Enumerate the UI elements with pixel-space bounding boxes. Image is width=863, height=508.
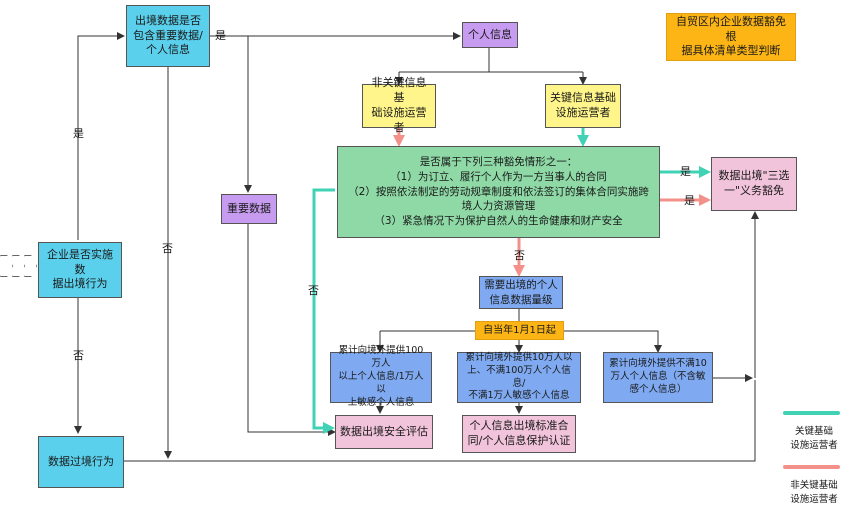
edge-important-security xyxy=(247,224,336,436)
node-tier-high: 累计向境外提供100万人 以上个人信息/1万人以 上敏感个人信息 xyxy=(330,345,432,408)
node-transit: 数据过境行为 xyxy=(38,436,124,488)
legend-cii-label: 关键基础 设施运营者 xyxy=(790,426,838,451)
node-volume: 需要出境的个人 信息数据量级 xyxy=(479,276,563,309)
node-outbound-contains: 出境数据是否 包含重要数据/ 个人信息 xyxy=(126,5,210,67)
label-yes-left: 是 xyxy=(73,127,84,140)
legend-non-cii-label: 非关键基础 设施运营者 xyxy=(790,480,838,505)
exemption-item-3: （3）紧急情况下为保护自然人的生命健康和财产安全 xyxy=(374,215,623,228)
node-personal-info: 个人信息 xyxy=(462,22,518,48)
node-important-data: 重要数据 xyxy=(221,194,277,224)
label-no-left: 否 xyxy=(73,349,84,362)
node-tier-mid: 累计向境外提供10万人以 上、不满100万人个人信息/ 不满1万人敏感个人信息 xyxy=(457,352,581,403)
label-yes-top: 是 xyxy=(215,29,226,42)
node-non-cii-operator: 非关键信息基 础设施运营者 xyxy=(362,76,436,134)
label-no-exemption: 否 xyxy=(514,249,525,262)
legend-cii-line xyxy=(783,411,840,415)
label-yes-right-1: 是 xyxy=(680,165,691,178)
node-ftz-note: 自贸区内企业数据豁免根 据具体清单类型判断 xyxy=(666,13,796,61)
exemption-item-1: （1）为订立、履行个人作为一方当事人的合同 xyxy=(390,170,607,183)
node-exemption-check: 是否属于下列三种豁免情形之一： （1）为订立、履行个人作为一方当事人的合同 （2… xyxy=(337,146,660,238)
label-no-teal: 否 xyxy=(308,284,319,297)
node-cii-operator: 关键信息基础 设施运营者 xyxy=(545,84,621,128)
node-security-assessment: 数据出境安全评估 xyxy=(335,415,433,449)
node-since-jan1: 自当年1月1日起 xyxy=(475,321,564,340)
node-tier-low: 累计向境外提供不满10 万人个人信息（不含敏 感个人信息） xyxy=(603,352,713,403)
start-chevrons-icon xyxy=(0,255,37,277)
node-enterprise-question: 企业是否实施数 据出境行为 xyxy=(38,242,122,298)
exemption-title: 是否属于下列三种豁免情形之一： xyxy=(419,156,578,169)
node-exempt-result: 数据出境"三选 一"义务豁免 xyxy=(711,157,797,211)
label-yes-right-2: 是 xyxy=(684,194,695,207)
node-standard-contract: 个人信息出境标准合 同/个人信息保护认证 xyxy=(462,415,576,453)
legend-non-cii-line xyxy=(783,465,840,469)
exemption-item-2: （2）按照依法制定的劳动规章制度和依法签订的集体合同实施跨 境人力资源管理 xyxy=(348,185,649,213)
label-no-mid: 否 xyxy=(162,242,173,255)
edge-enterprise-yes xyxy=(77,32,125,240)
